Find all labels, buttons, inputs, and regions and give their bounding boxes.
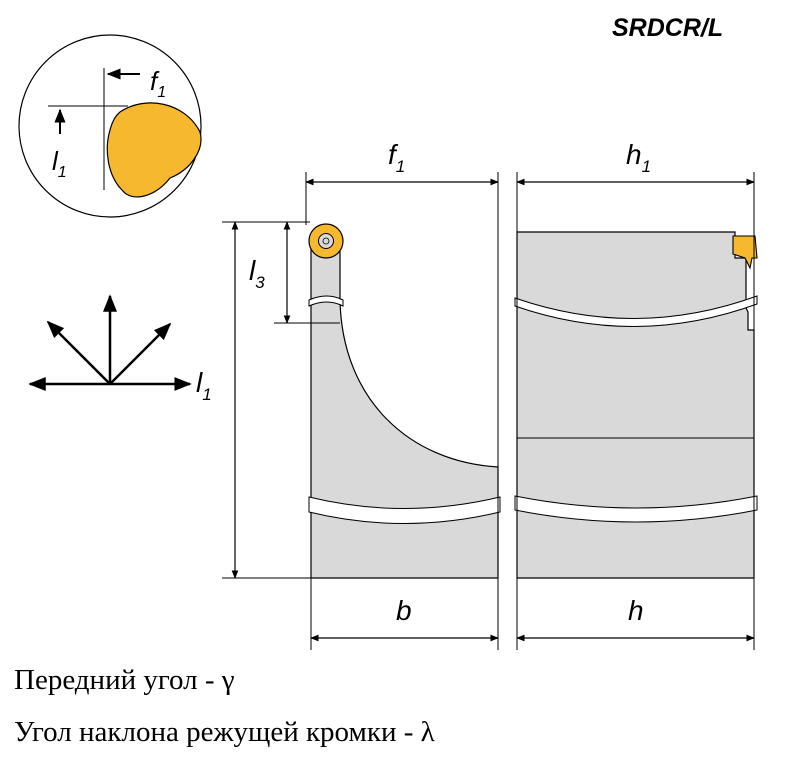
detail-l1-label: l1 [52, 146, 67, 181]
screw-icon [318, 233, 334, 249]
insert-detail-shape [106, 102, 202, 198]
f1-label: f1 [388, 139, 405, 176]
round-insert-detail: f1 l1 [18, 34, 202, 218]
tool-side-view: h1 h [514, 139, 758, 650]
direction-arrows-icon [28, 294, 192, 391]
front-view-body [310, 240, 499, 579]
detail-f1-label: f1 [150, 66, 166, 101]
front-body-break [308, 496, 501, 524]
b-label: b [396, 595, 412, 626]
h-label: h [628, 595, 644, 626]
tool-front-view: f1 l1 l3 b [196, 139, 501, 650]
tool-code: SRDCR/L [612, 14, 724, 42]
side-view-body [516, 231, 755, 579]
side-top-break [514, 295, 758, 327]
h1-label: h1 [626, 139, 651, 176]
inclination-angle-caption: Угол наклона режущей кромки - λ [14, 716, 435, 748]
rake-angle-caption: Передний угол - γ [14, 664, 235, 696]
front-neck-break [308, 295, 344, 307]
l1-label: l1 [196, 367, 212, 404]
l3-label: l3 [249, 255, 265, 292]
side-insert [732, 235, 758, 270]
side-body-break [514, 495, 758, 523]
